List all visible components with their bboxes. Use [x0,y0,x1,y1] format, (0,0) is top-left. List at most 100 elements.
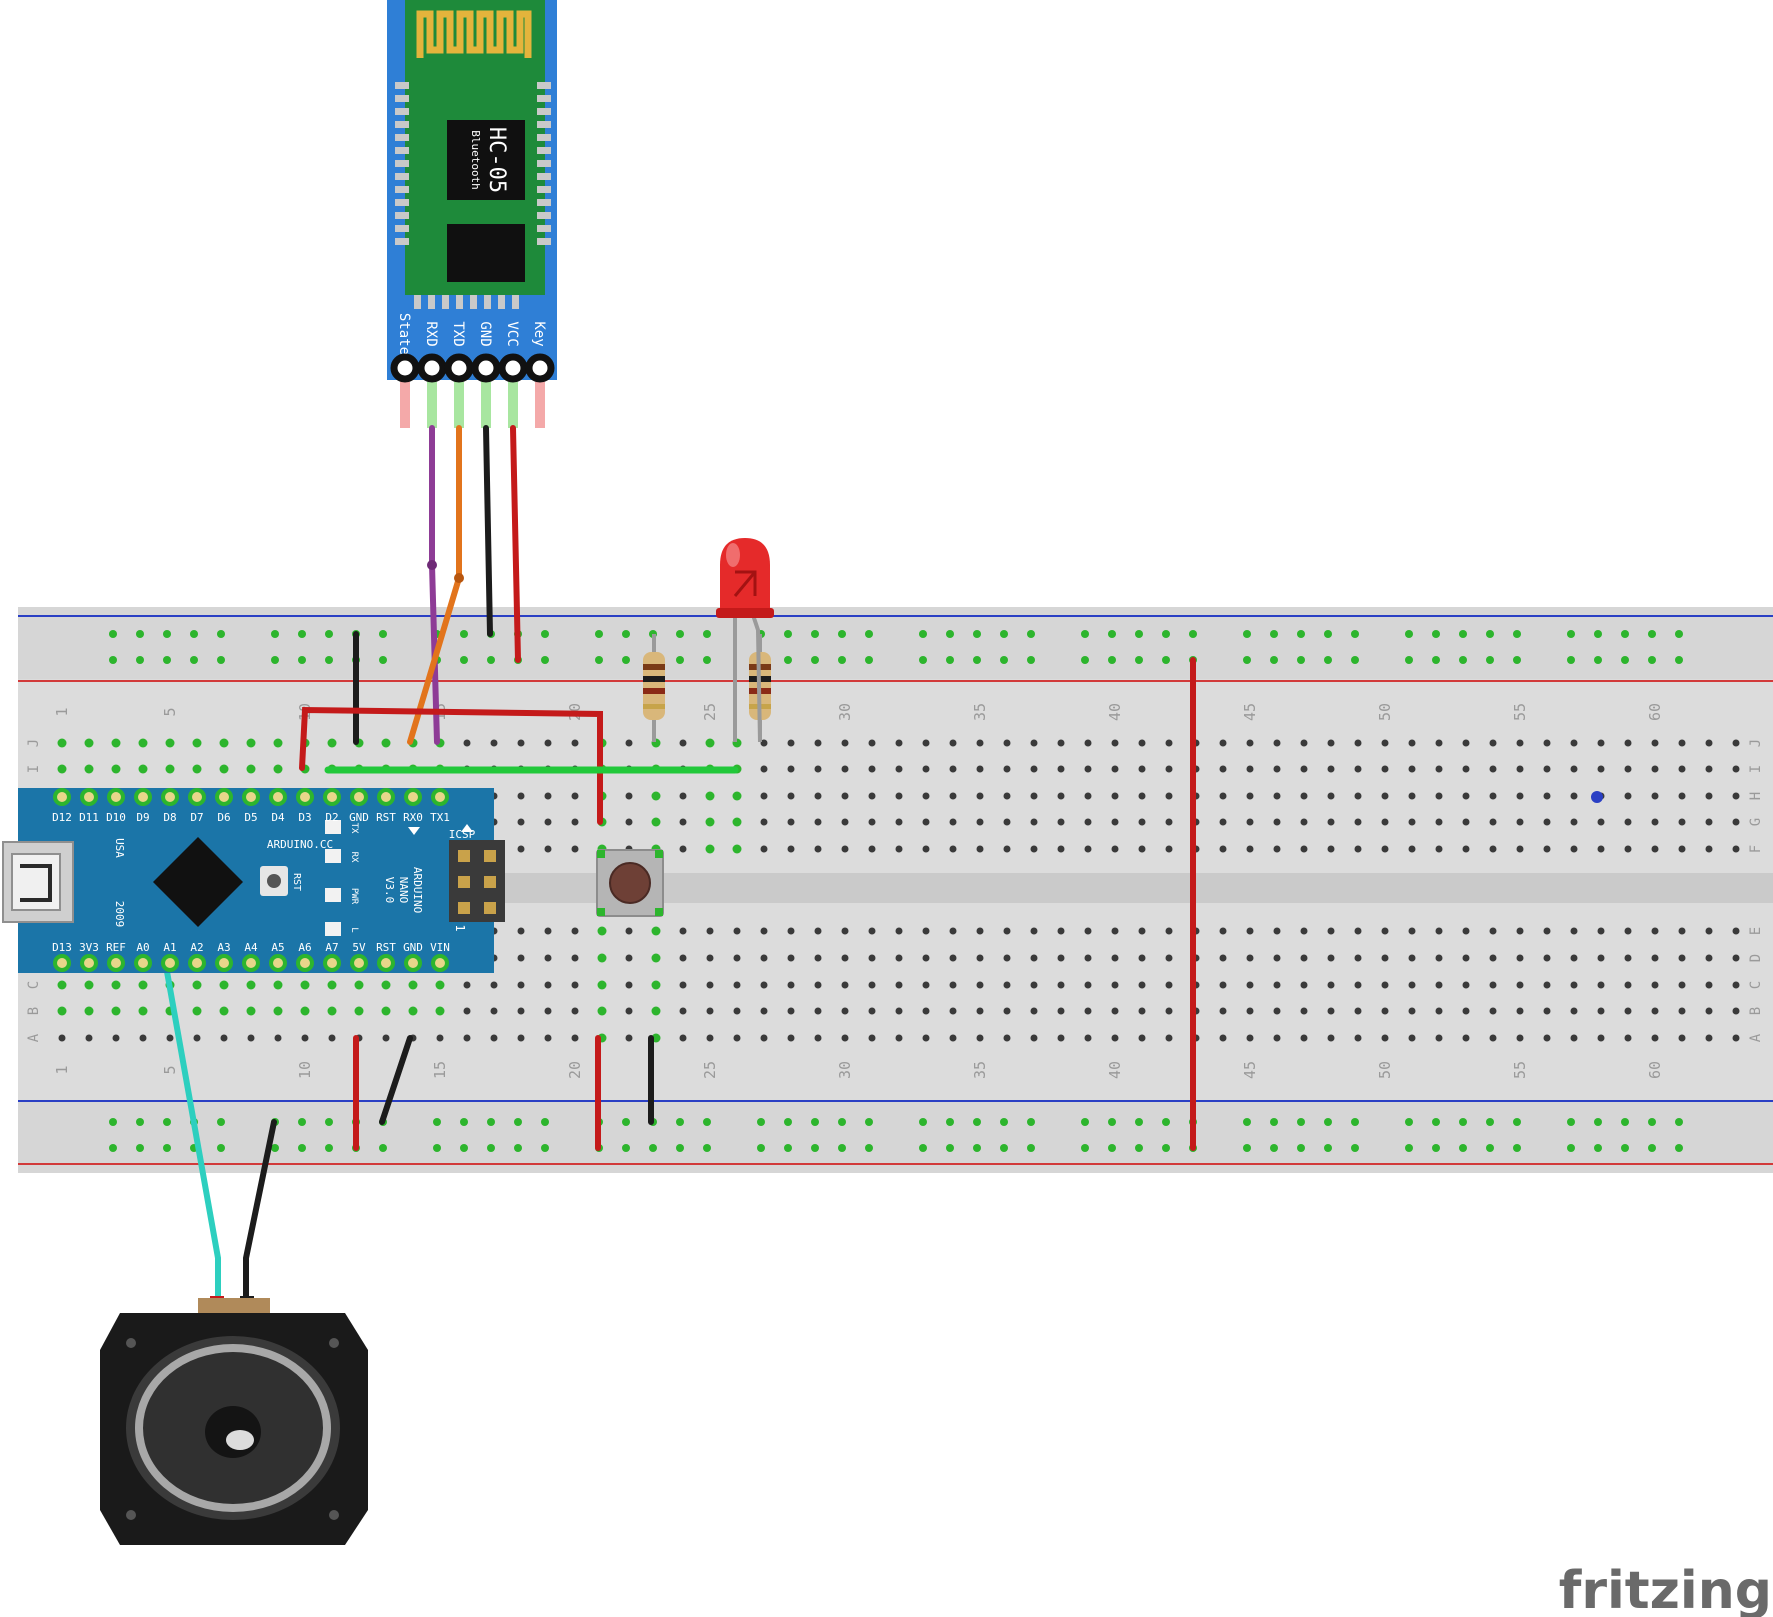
connected-hole[interactable] [705,844,715,854]
breadboard-hole[interactable] [1327,954,1335,962]
breadboard-hole[interactable] [1219,818,1227,826]
connected-hole[interactable] [219,980,229,990]
rail-hole[interactable] [1027,1118,1035,1126]
breadboard-hole[interactable] [1084,818,1092,826]
rail-hole[interactable] [919,630,927,638]
breadboard-hole[interactable] [679,954,687,962]
rail-hole[interactable] [1351,1118,1359,1126]
breadboard-hole[interactable] [841,845,849,853]
breadboard-hole[interactable] [1030,1034,1038,1042]
breadboard-hole[interactable] [706,954,714,962]
nano-pin[interactable] [242,954,260,972]
breadboard-hole[interactable] [571,792,579,800]
breadboard-hole[interactable] [1543,981,1551,989]
breadboard-hole[interactable] [1624,818,1632,826]
rail-hole[interactable] [838,1144,846,1152]
breadboard-hole[interactable] [1624,739,1632,747]
breadboard-hole[interactable] [625,739,633,747]
breadboard-hole[interactable] [1624,954,1632,962]
nano-pin[interactable] [53,954,71,972]
breadboard-hole[interactable] [1030,845,1038,853]
breadboard-hole[interactable] [949,792,957,800]
breadboard-hole[interactable] [1246,927,1254,935]
breadboard-hole[interactable] [760,845,768,853]
breadboard-hole[interactable] [1435,739,1443,747]
breadboard-hole[interactable] [895,818,903,826]
rail-hole[interactable] [622,630,630,638]
breadboard-hole[interactable] [1246,845,1254,853]
breadboard-hole[interactable] [1651,818,1659,826]
breadboard-hole[interactable] [922,1034,930,1042]
connected-hole[interactable] [651,980,661,990]
breadboard-hole[interactable] [274,1034,282,1042]
connected-hole[interactable] [327,738,337,748]
rail-hole[interactable] [1621,1118,1629,1126]
nano-pin[interactable] [134,954,152,972]
nano-pin[interactable] [215,788,233,806]
breadboard-hole[interactable] [922,981,930,989]
connected-hole[interactable] [138,764,148,774]
rail-hole[interactable] [811,630,819,638]
breadboard-hole[interactable] [1003,845,1011,853]
rail-hole[interactable] [811,656,819,664]
breadboard-hole[interactable] [976,818,984,826]
breadboard-hole[interactable] [517,981,525,989]
breadboard-hole[interactable] [1327,1034,1335,1042]
breadboard-hole[interactable] [868,981,876,989]
connected-hole[interactable] [273,764,283,774]
connected-hole[interactable] [597,953,607,963]
breadboard-hole[interactable] [382,1034,390,1042]
breadboard-hole[interactable] [139,1034,147,1042]
breadboard-hole[interactable] [976,927,984,935]
breadboard-hole[interactable] [1732,981,1740,989]
breadboard-hole[interactable] [1354,1007,1362,1015]
connected-hole[interactable] [273,1006,283,1016]
breadboard-hole[interactable] [922,818,930,826]
rail-hole[interactable] [1513,630,1521,638]
breadboard-hole[interactable] [976,739,984,747]
rail-hole[interactable] [460,656,468,664]
breadboard-hole[interactable] [1543,1034,1551,1042]
breadboard-hole[interactable] [1030,818,1038,826]
rail-hole[interactable] [973,1144,981,1152]
connected-hole[interactable] [138,980,148,990]
breadboard-hole[interactable] [1543,818,1551,826]
breadboard-hole[interactable] [1732,927,1740,935]
breadboard-hole[interactable] [1705,981,1713,989]
breadboard-hole[interactable] [1570,927,1578,935]
breadboard-hole[interactable] [1381,792,1389,800]
rail-hole[interactable] [541,630,549,638]
breadboard-hole[interactable] [1435,765,1443,773]
rail-hole[interactable] [703,630,711,638]
breadboard-hole[interactable] [463,981,471,989]
rail-hole[interactable] [811,1144,819,1152]
rail-hole[interactable] [1297,656,1305,664]
rail-hole[interactable] [1594,630,1602,638]
connected-hole[interactable] [57,980,67,990]
rail-hole[interactable] [1513,1118,1521,1126]
rail-hole[interactable] [865,656,873,664]
rail-hole[interactable] [379,1144,387,1152]
rail-hole[interactable] [1243,630,1251,638]
breadboard-hole[interactable] [1273,792,1281,800]
breadboard-hole[interactable] [1489,1034,1497,1042]
hc05-pin-header[interactable] [417,353,447,383]
hc05-pin-header[interactable] [471,353,501,383]
breadboard-hole[interactable] [841,792,849,800]
breadboard-hole[interactable] [1111,927,1119,935]
rail-hole[interactable] [1594,1118,1602,1126]
connected-hole[interactable] [327,980,337,990]
breadboard-hole[interactable] [1705,818,1713,826]
breadboard-hole[interactable] [1570,818,1578,826]
breadboard-hole[interactable] [868,818,876,826]
breadboard-hole[interactable] [1273,845,1281,853]
rail-hole[interactable] [217,1118,225,1126]
breadboard-hole[interactable] [1489,739,1497,747]
breadboard-hole[interactable] [1111,981,1119,989]
rail-hole[interactable] [919,656,927,664]
rail-hole[interactable] [1648,1118,1656,1126]
connected-hole[interactable] [192,980,202,990]
breadboard-hole[interactable] [1543,845,1551,853]
breadboard-hole[interactable] [1165,845,1173,853]
rail-hole[interactable] [1108,630,1116,638]
